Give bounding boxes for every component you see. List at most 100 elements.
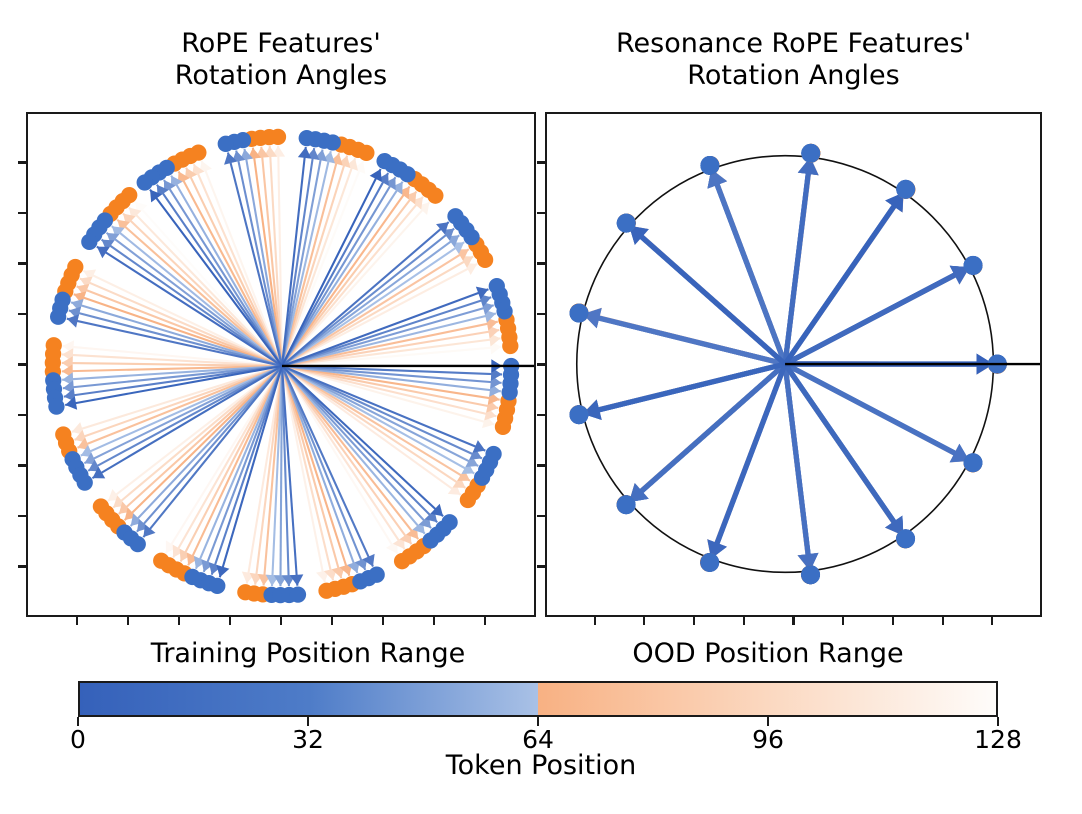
rotation-vector (210, 365, 283, 576)
rotation-vector (281, 365, 475, 475)
y-axis-tick (18, 211, 26, 215)
position-marker (376, 152, 393, 170)
panel-title-resonance-rope: Resonance RoPE Features' Rotation Angles (615, 28, 972, 91)
rotation-vector (281, 337, 501, 368)
resonance-rope-vector-plot (569, 143, 1040, 585)
x-axis-tick (279, 617, 283, 625)
rotation-vector (280, 365, 290, 587)
rotation-vector (105, 232, 283, 367)
rotation-vector (782, 363, 813, 572)
vector-endpoint-markers (44, 128, 520, 604)
rotation-vector-arrowhead (885, 515, 904, 536)
rotation-vector-arrowhead (76, 283, 90, 297)
rotation-vector-arrowhead (172, 544, 185, 558)
rotation-vector (87, 365, 283, 472)
colorbar-tick-label: 64 (522, 725, 554, 754)
rotation-vector (281, 364, 500, 401)
rotation-vector (281, 181, 404, 367)
colorbar-tick-label: 128 (974, 725, 1022, 754)
rotation-vector (70, 301, 283, 367)
rotation-vector-arrowhead (83, 269, 97, 282)
x-axis-tick (126, 617, 130, 625)
rotation-vector (251, 147, 284, 367)
rotation-vector (782, 362, 906, 537)
rotation-vector (63, 364, 283, 398)
rotation-vector (281, 365, 483, 460)
rotation-vector-arrowhead (430, 503, 444, 517)
position-marker (700, 553, 720, 572)
colorbar-tick-label: 0 (70, 725, 86, 754)
rotation-vector (281, 365, 426, 535)
rotation-vector (708, 363, 788, 560)
rotation-vector (270, 365, 284, 587)
rotation-vector (281, 364, 499, 410)
rotation-vector (281, 364, 503, 376)
rotation-vector (187, 365, 283, 566)
vector-lines (61, 145, 503, 587)
position-marker (485, 445, 502, 463)
rotation-vector (123, 365, 283, 521)
rotation-vector (280, 365, 299, 586)
position-marker (700, 156, 720, 175)
rotation-vector (281, 255, 474, 367)
rotation-vector-arrowhead (452, 476, 466, 488)
rotation-vector (116, 218, 283, 367)
rotation-vector (281, 312, 497, 367)
rotation-vector (281, 221, 450, 367)
y-axis-tick (537, 363, 545, 366)
position-marker (801, 565, 821, 585)
rotation-vector (280, 155, 349, 367)
rotation-vector (281, 365, 420, 540)
rotation-vector (281, 365, 486, 452)
rotation-vector (165, 365, 283, 554)
colorbar-axis-label: Token Position (445, 750, 637, 781)
rotation-vector (782, 156, 813, 365)
rotation-vector (112, 365, 283, 509)
rotation-vector (71, 364, 283, 433)
y-axis-tick (18, 312, 26, 316)
x-axis-tick (941, 617, 944, 625)
rotation-vector (179, 365, 283, 563)
rotation-vector (74, 365, 283, 441)
y-axis-tick (537, 211, 545, 215)
rotation-vector (142, 365, 283, 538)
colorbar-tick-label: 96 (752, 725, 784, 754)
position-marker (368, 566, 385, 583)
rotation-vector (281, 176, 397, 367)
position-marker (50, 308, 67, 325)
rotation-vector-arrowhead (369, 169, 382, 182)
rotation-vector (783, 361, 971, 464)
rotation-vector (149, 189, 283, 367)
y-axis-tick (18, 161, 26, 164)
panel-title-rope: RoPE Features' Rotation Angles (174, 28, 388, 91)
rotation-vector (172, 365, 283, 559)
colorbar-tick (996, 717, 1000, 726)
rotation-vector (281, 288, 489, 367)
rotation-vector-arrowhead (404, 191, 417, 205)
position-marker (441, 514, 458, 531)
position-marker (801, 143, 821, 163)
rotation-vector-arrowhead (92, 466, 106, 479)
rotation-vector (783, 264, 971, 367)
y-axis-tick (537, 464, 545, 467)
rotation-vector (280, 365, 343, 579)
rotation-vector-arrowhead (101, 239, 115, 252)
position-marker (963, 255, 983, 275)
rotation-vector (245, 365, 284, 584)
rotation-vector (582, 361, 786, 417)
colorbar-segment-label-training: Training Position Range (150, 638, 466, 669)
rotation-vector (281, 196, 424, 367)
rotation-vector (202, 365, 283, 573)
y-axis-tick (18, 514, 26, 518)
rotation-vector (280, 149, 324, 367)
rotation-vector (281, 227, 455, 367)
rotation-vector (281, 190, 418, 367)
rotation-vector-arrowhead (465, 454, 479, 468)
y-axis-tick (537, 262, 545, 265)
rotation-vector (83, 365, 283, 465)
rotation-vector (268, 146, 284, 367)
position-marker (298, 130, 315, 147)
position-marker (488, 277, 505, 295)
rotation-vector (122, 212, 283, 367)
